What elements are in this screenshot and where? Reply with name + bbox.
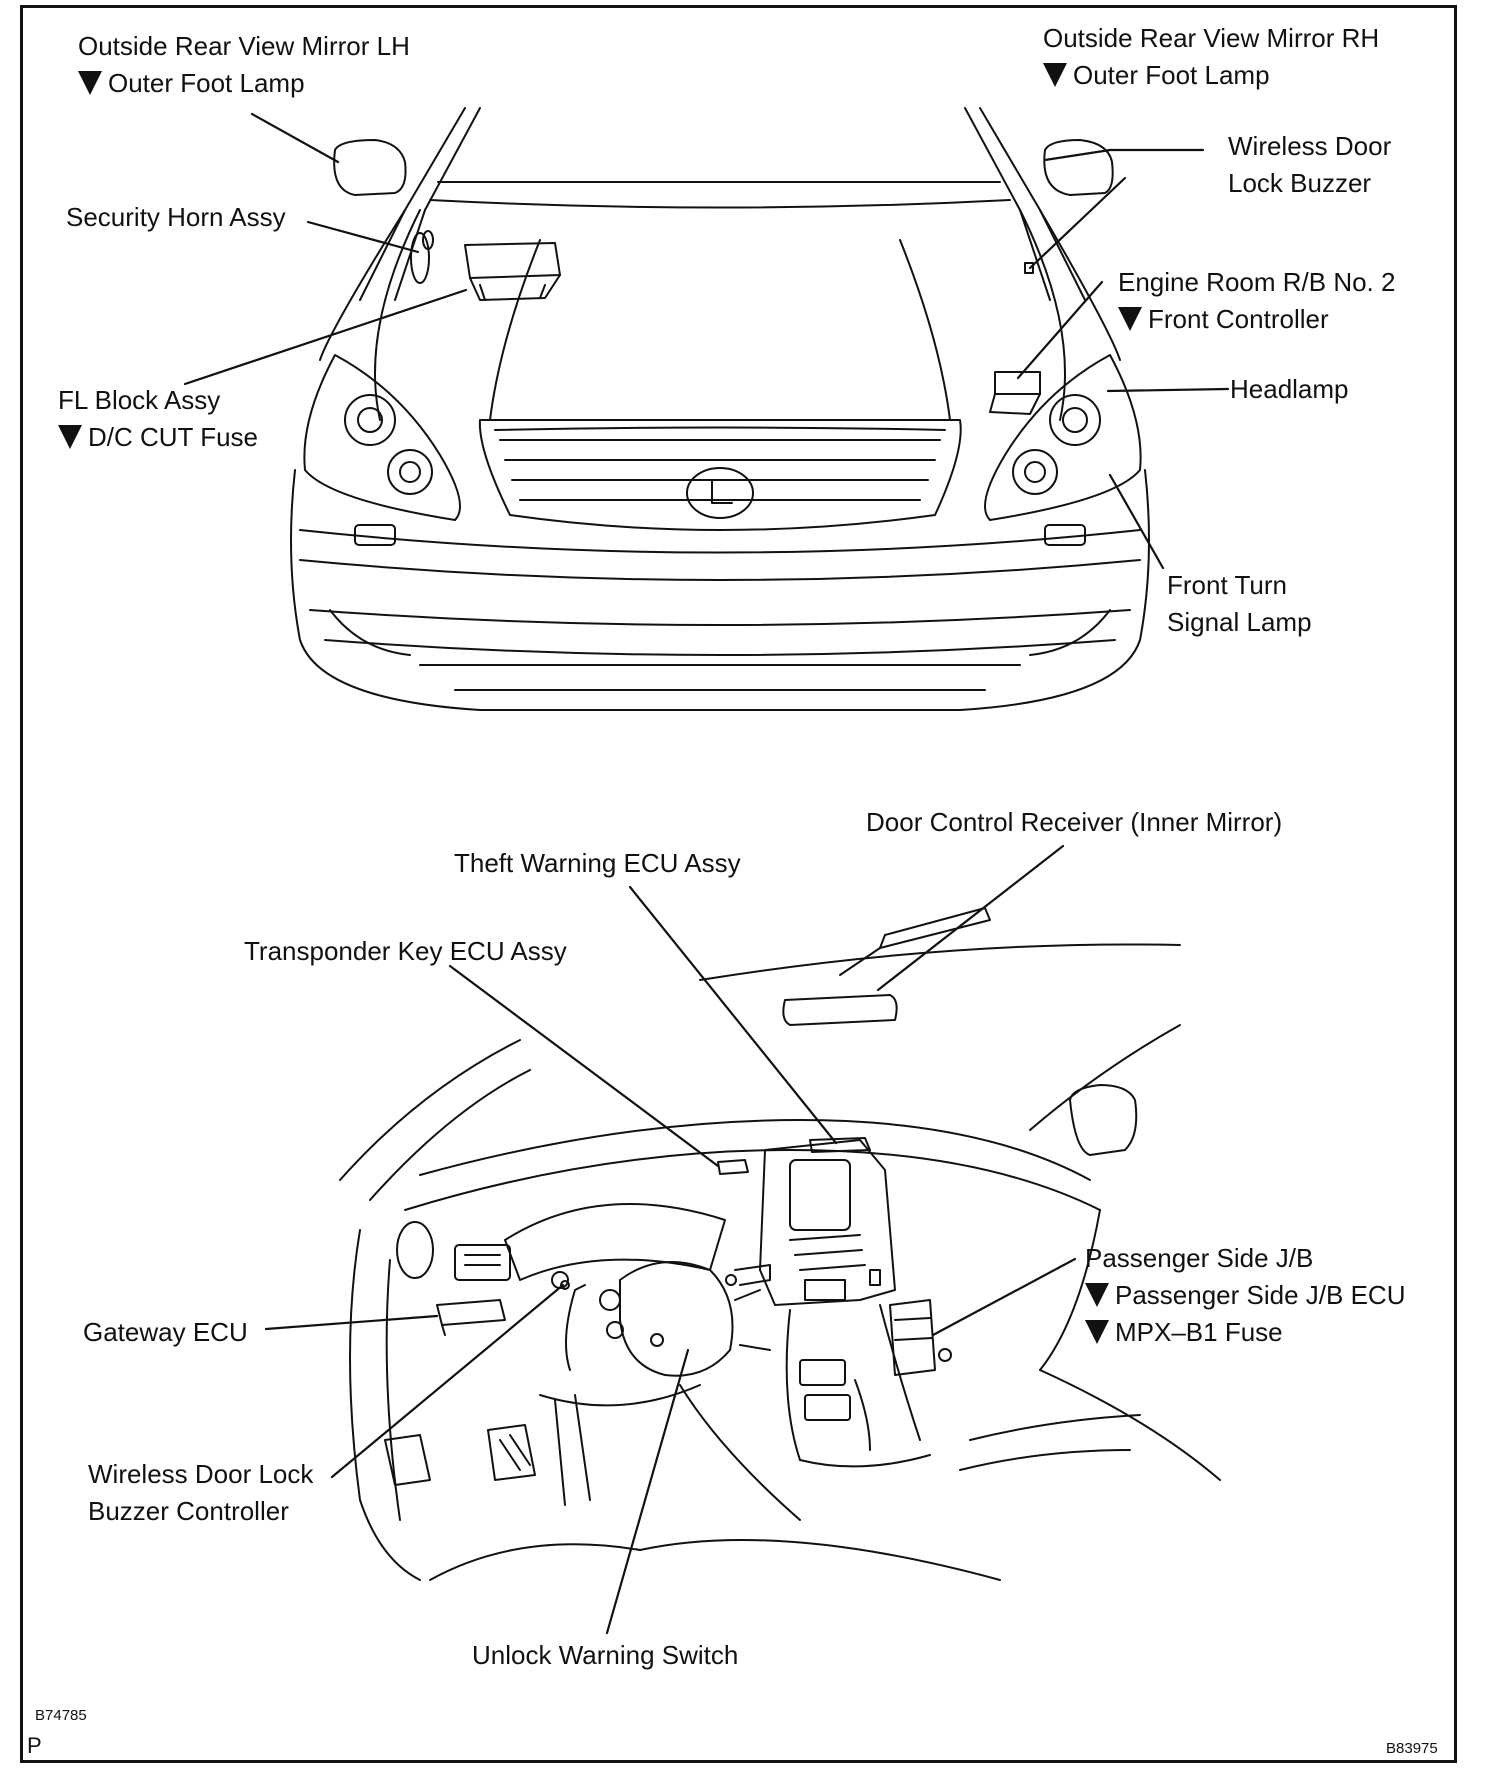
- triangle-bullet-icon: [78, 71, 102, 95]
- figure-code-right: B83975: [1386, 1740, 1438, 1757]
- inner-mirror-shape: [782, 994, 898, 1026]
- triangle-bullet-icon: [1118, 307, 1142, 331]
- mirror-rh-label: Outside Rear View Mirror RH Outer Foot L…: [1043, 20, 1379, 94]
- car-front-view: [290, 107, 1150, 711]
- fl-block-subitem: D/C CUT Fuse: [58, 419, 258, 456]
- gateway-ecu-label: Gateway ECU: [83, 1317, 248, 1347]
- engine-room-rb-sub: Front Controller: [1148, 304, 1329, 334]
- figure-code-left: B74785: [35, 1707, 87, 1724]
- engine-room-rb-label: Engine Room R/B No. 2 Front Controller: [1118, 264, 1395, 338]
- wireless-buzzer-line2: Lock Buzzer: [1228, 168, 1372, 198]
- wireless-buzzer-line1: Wireless Door: [1228, 131, 1392, 161]
- fl-block-title: FL Block Assy: [58, 385, 221, 415]
- passenger-jb-title: Passenger Side J/B: [1085, 1243, 1314, 1273]
- buzzer-controller-label: Wireless Door Lock Buzzer Controller: [88, 1456, 313, 1530]
- diagram-frame: [20, 5, 1457, 1763]
- buzzer-controller-line1: Wireless Door Lock: [88, 1459, 314, 1489]
- mirror-rh-title: Outside Rear View Mirror RH: [1043, 23, 1380, 53]
- buzzer-controller-line2: Buzzer Controller: [88, 1496, 289, 1526]
- page-mark: P: [27, 1733, 42, 1758]
- mirror-lh-subitem: Outer Foot Lamp: [78, 65, 410, 102]
- mirror-lh-sub: Outer Foot Lamp: [108, 68, 305, 98]
- fl-block-label: FL Block Assy D/C CUT Fuse: [58, 382, 258, 456]
- unlock-switch-label: Unlock Warning Switch: [472, 1640, 739, 1670]
- passenger-jb-subitem1: Passenger Side J/B ECU: [1085, 1277, 1405, 1314]
- theft-warning-ecu-label: Theft Warning ECU Assy: [454, 848, 741, 878]
- headlamp-lh-shape: [303, 354, 461, 521]
- passenger-jb-sub1: Passenger Side J/B ECU: [1115, 1280, 1406, 1310]
- mirror-lh-shape: [333, 139, 407, 196]
- engine-room-rb-subitem: Front Controller: [1118, 301, 1395, 338]
- mirror-lh-title: Outside Rear View Mirror LH: [78, 31, 410, 61]
- mirror-lh-label: Outside Rear View Mirror LH Outer Foot L…: [78, 28, 410, 102]
- mirror-rh-subitem: Outer Foot Lamp: [1043, 57, 1379, 94]
- mirror-rh-shape: [1043, 139, 1114, 196]
- wireless-buzzer-label: Wireless Door Lock Buzzer: [1228, 128, 1391, 202]
- passenger-jb-label: Passenger Side J/B Passenger Side J/B EC…: [1085, 1240, 1405, 1351]
- triangle-bullet-icon: [1043, 63, 1067, 87]
- grille-shape: [478, 419, 962, 531]
- mirror-rh-sub: Outer Foot Lamp: [1073, 60, 1270, 90]
- engine-room-rb-title: Engine Room R/B No. 2: [1118, 267, 1396, 297]
- fl-block-sub: D/C CUT Fuse: [88, 422, 258, 452]
- security-horn-label: Security Horn Assy: [66, 202, 286, 232]
- front-turn-line2: Signal Lamp: [1167, 607, 1312, 637]
- leader-lines: [183, 112, 1230, 1635]
- front-turn-line1: Front Turn: [1167, 570, 1287, 600]
- interior-view: [339, 907, 1221, 1581]
- steering-wheel-shape: [619, 1261, 734, 1377]
- front-turn-label: Front Turn Signal Lamp: [1167, 567, 1312, 641]
- triangle-bullet-icon: [1085, 1283, 1109, 1307]
- transponder-ecu-label: Transponder Key ECU Assy: [244, 936, 567, 966]
- headlamp-label: Headlamp: [1230, 374, 1349, 404]
- triangle-bullet-icon: [58, 425, 82, 449]
- triangle-bullet-icon: [1085, 1320, 1109, 1344]
- passenger-jb-subitem2: MPX–B1 Fuse: [1085, 1314, 1405, 1351]
- headlamp-rh-shape: [984, 354, 1142, 521]
- passenger-jb-shape: [889, 1299, 936, 1376]
- passenger-jb-sub2: MPX–B1 Fuse: [1115, 1317, 1283, 1347]
- door-control-receiver-label: Door Control Receiver (Inner Mirror): [866, 807, 1283, 837]
